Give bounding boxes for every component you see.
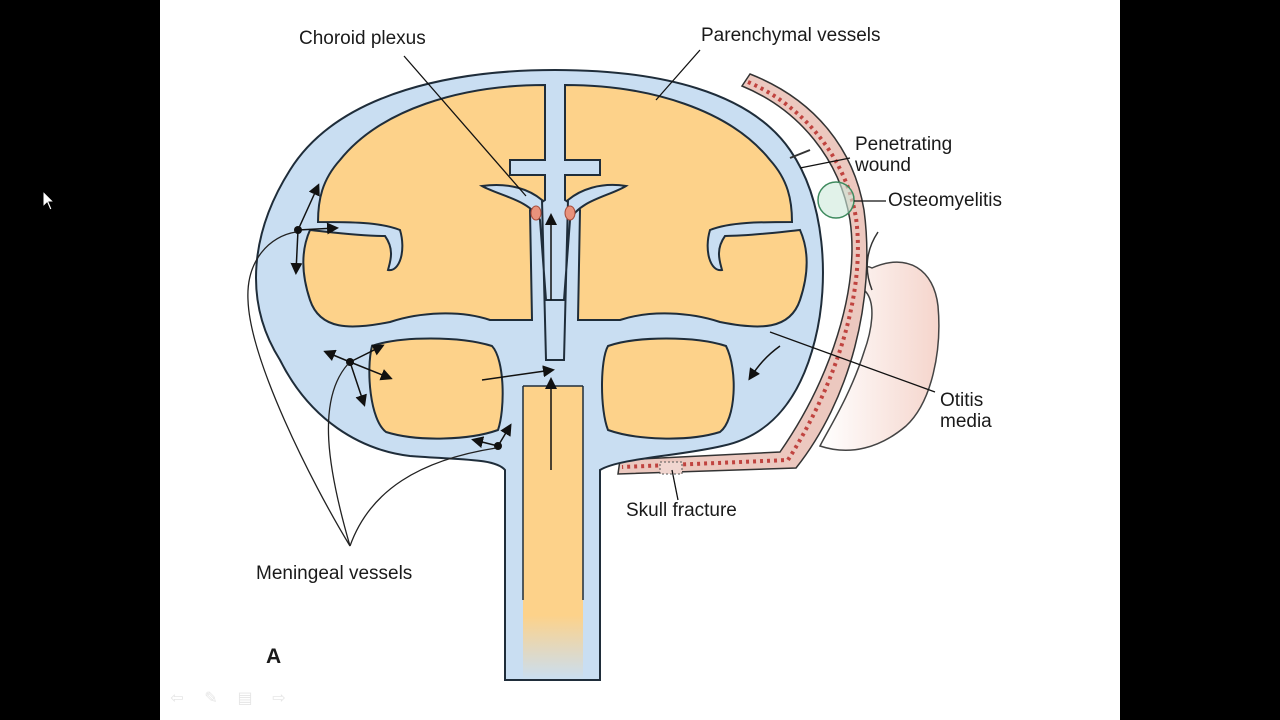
label-meningeal-vessels: Meningeal vessels xyxy=(256,563,413,584)
slide-menu-icon[interactable]: ▤ xyxy=(237,688,253,707)
right-cerebellum xyxy=(601,337,735,440)
label-penetrating-wound-2: wound xyxy=(855,155,911,176)
label-panel-a: A xyxy=(266,645,282,668)
right-hemisphere xyxy=(564,83,808,328)
previous-slide-icon[interactable]: ⇦ xyxy=(170,688,184,707)
label-skull-fracture: Skull fracture xyxy=(626,500,737,521)
mouse-pointer-icon xyxy=(42,190,56,211)
penetrating-wound xyxy=(789,149,811,159)
label-parenchymal-vessels: Parenchymal vessels xyxy=(701,25,881,46)
label-penetrating-wound-1: Penetrating xyxy=(855,134,953,155)
next-slide-icon[interactable]: ⇨ xyxy=(272,688,286,707)
slide-toolbar: ⇦ ✎ ▤ ⇨ xyxy=(166,688,290,707)
label-osteomyelitis: Osteomyelitis xyxy=(888,190,1003,211)
choroid-plexus-left xyxy=(530,205,542,221)
spinal-cord xyxy=(523,386,583,680)
pen-icon[interactable]: ✎ xyxy=(204,688,218,707)
left-cerebellum xyxy=(368,337,504,440)
meningitis-routes-diagram xyxy=(247,49,940,681)
label-choroid-plexus: Choroid plexus xyxy=(299,28,426,49)
label-otitis-media-2: media xyxy=(940,411,992,432)
slide: Choroid plexus Parenchymal vessels Penet… xyxy=(160,0,1120,720)
left-hemisphere xyxy=(302,83,546,328)
label-otitis-media-1: Otitis xyxy=(940,390,984,411)
choroid-plexus-right xyxy=(564,205,576,221)
ear xyxy=(818,261,940,451)
skull-bone-marrow xyxy=(621,80,860,469)
osteomyelitis-ring xyxy=(817,181,855,219)
skull-fracture-mark xyxy=(659,461,683,475)
